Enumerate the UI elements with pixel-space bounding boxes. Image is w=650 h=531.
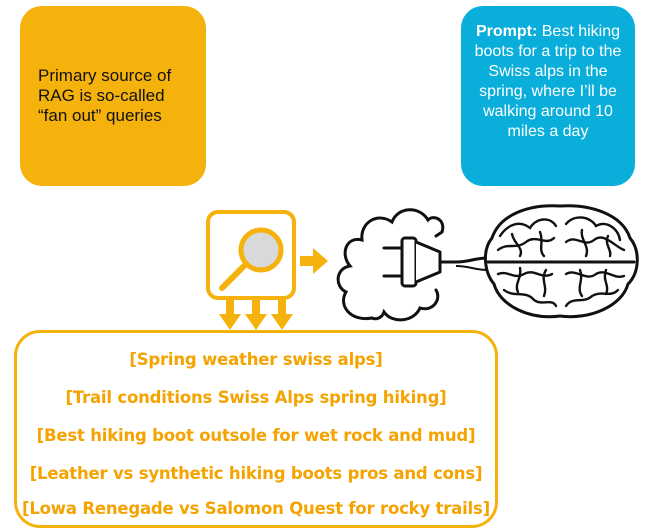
prompt-text: Best hiking boots for a trip to the Swis… [474,23,622,140]
query-item: [Best hiking boot outsole for wet rock a… [36,426,476,445]
primary-source-text: Primary source of RAG is so-called “fan … [38,66,172,125]
fan-out-queries-box: [Spring weather swiss alps] [Trail condi… [14,330,498,528]
query-item: [Spring weather swiss alps] [129,350,383,369]
query-item: [Leather vs synthetic hiking boots pros … [29,464,483,483]
cloud-plug-icon [336,208,489,322]
query-item: [Lowa Renegade vs Salomon Quest for rock… [22,499,490,518]
query-item: [Trail conditions Swiss Alps spring hiki… [65,388,447,407]
search-icon [206,210,296,300]
arrow-down-icon [219,300,293,330]
prompt-label: Prompt: [475,23,538,40]
primary-source-box: Primary source of RAG is so-called “fan … [20,6,206,186]
prompt-box: Prompt: Best hiking boots for a trip to … [461,6,635,186]
brain-icon [484,204,639,319]
arrow-right-icon [300,248,328,274]
